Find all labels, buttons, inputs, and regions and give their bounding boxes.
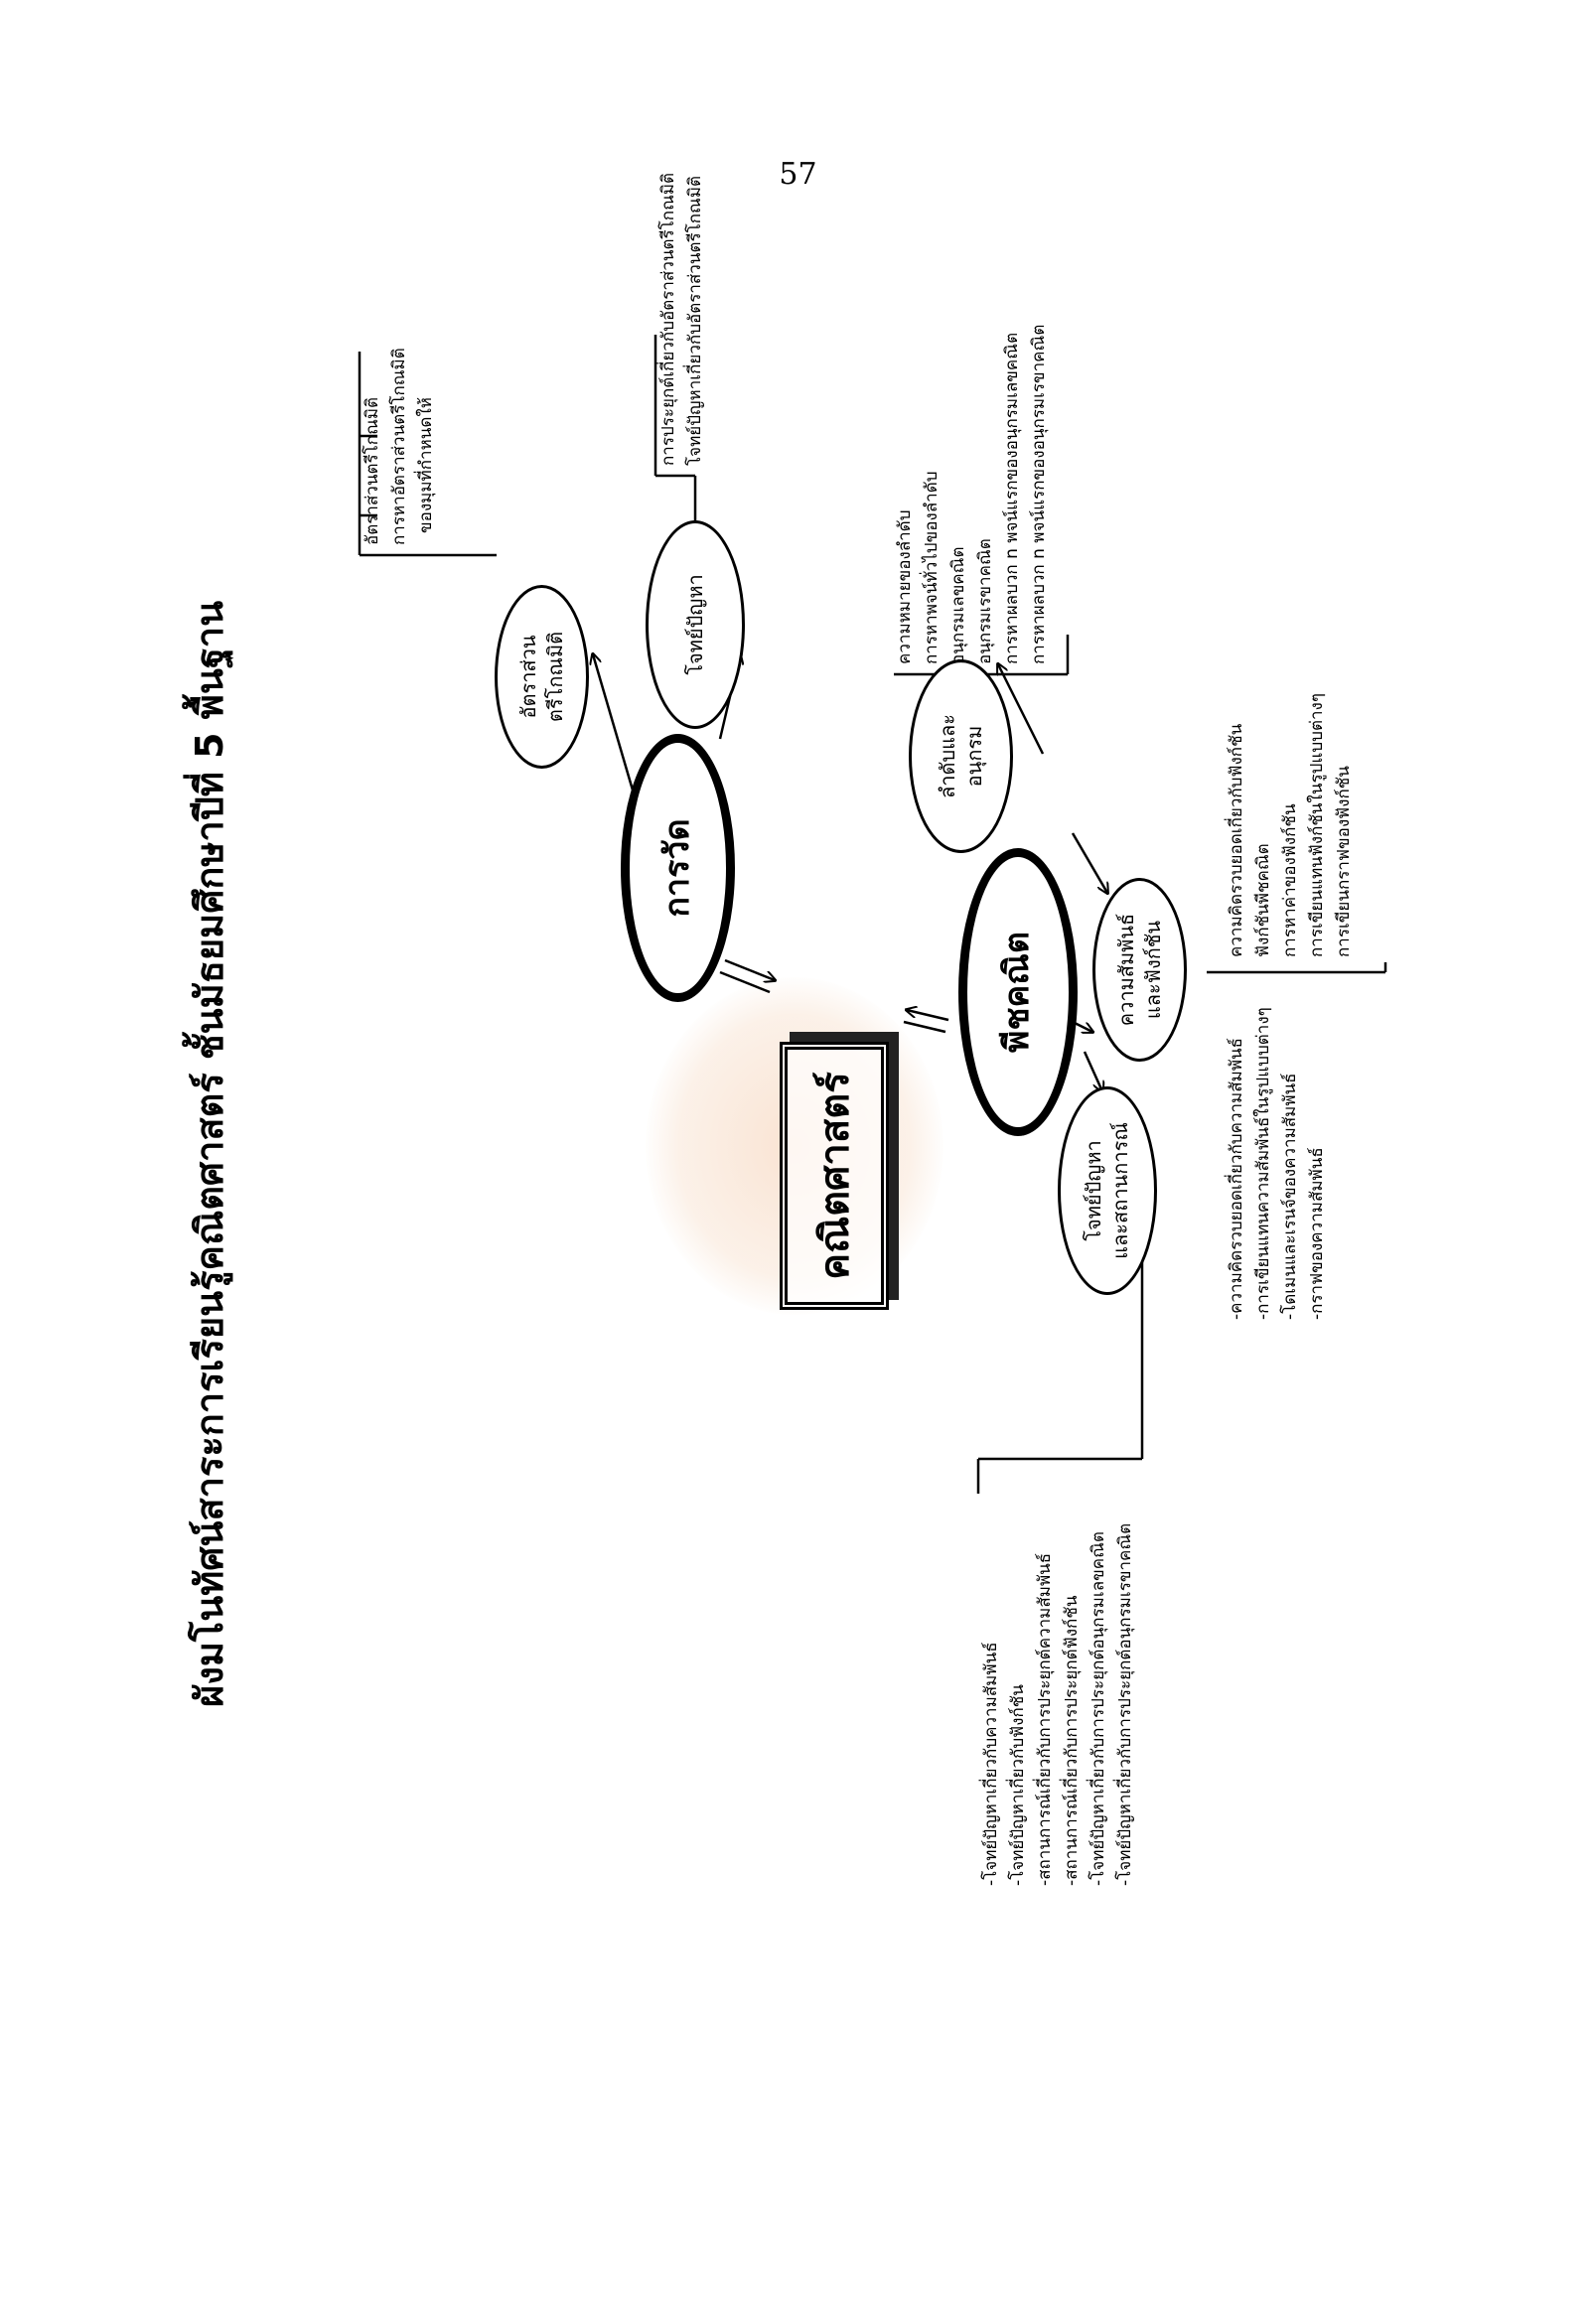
node-sequence-line2: อนุกรม	[961, 725, 986, 788]
list-item: อัตราส่วนตรีโกณมิติ	[363, 396, 382, 545]
list-item: -โจทย์ปัญหาเกี่ยวกับฟังก์ชัน	[1008, 1684, 1028, 1886]
arrow-algebra-to-center	[903, 1020, 946, 1034]
functions-list: ความคิดรวบยอดเกี่ยวกับฟังก์ชัน ฟังก์ชันพ…	[1224, 693, 1358, 957]
node-relations-line1: ความสัมพันธ์	[1113, 913, 1138, 1027]
arrow-to-relations-b	[1071, 832, 1107, 893]
center-box: คณิตศาสตร์	[780, 1042, 889, 1310]
node-relations-line2: และฟังก์ชัน	[1140, 920, 1165, 1020]
list-item: ของมุมที่กำหนดให้	[416, 397, 436, 533]
arrow-measurement-to-center-2	[724, 958, 775, 980]
node-sequence-line1: ลำดับและ	[935, 713, 959, 799]
list-item: การหาอัตราส่วนตรีโกณมิติ	[389, 348, 409, 545]
list-item: อนุกรมเรขาคณิต	[975, 538, 995, 664]
arrow-to-trig-ratio	[593, 654, 636, 794]
list-item: การหาผลบวก n พจน์แรกของอนุกรมเลขคณิต	[1002, 332, 1022, 664]
list-item: -การเขียนแทนความสัมพันธ์ในรูปแบบต่างๆ	[1253, 1007, 1273, 1320]
list-item: โจทย์ปัญหาเกี่ยวกับอัตราส่วนตรีโกณมิติ	[685, 175, 705, 466]
list-item: อนุกรมเลขคณิต	[948, 546, 968, 665]
node-word-problems-line2: และสถานการณ์	[1108, 1122, 1132, 1259]
node-measure-problems: โจทย์ปัญหา	[646, 520, 745, 729]
node-sequence: ลำดับและ อนุกรม	[909, 659, 1013, 853]
node-algebra-label: พีชคณิต	[997, 932, 1038, 1053]
list-item: การหาผลบวก n พจน์แรกของอนุกรมเรขาคณิต	[1029, 324, 1049, 664]
arrow-to-word-problems	[1083, 1051, 1102, 1091]
list-item: ความคิดรวบยอดเกี่ยวกับฟังก์ชัน	[1227, 723, 1246, 957]
arrow-algebra-to-center-2	[907, 1010, 949, 1022]
list-item: -โจทย์ปัญหาเกี่ยวกับความสัมพันธ์	[981, 1642, 1001, 1886]
list-item: -สถานการณ์เกี่ยวกับการประยุกต์ความสัมพัน…	[1035, 1552, 1055, 1886]
page-number: 57	[779, 157, 817, 192]
node-measure-problems-label: โจทย์ปัญหา	[682, 574, 707, 675]
node-algebra: พีชคณิต	[958, 848, 1078, 1136]
list-item: การหาค่าของฟังก์ชัน	[1280, 803, 1300, 957]
list-item: -โดเมนและเรนจ์ของความสัมพันธ์	[1280, 1073, 1300, 1320]
relations-list: -ความคิดรวบยอดเกี่ยวกับความสัมพันธ์ -การ…	[1224, 1007, 1331, 1320]
node-measurement: การวัด	[621, 734, 735, 1002]
list-item: -สถานการณ์เกี่ยวกับการประยุกต์ฟังก์ชัน	[1062, 1595, 1082, 1886]
node-trig-ratio: อัตราส่วน ตรีโกณมิติ	[495, 585, 589, 769]
list-item: -โจทย์ปัญหาเกี่ยวกับการประยุกต์อนุกรมเรข…	[1115, 1522, 1135, 1886]
sequence-list: ความหมายของลำดับ การหาพจน์ทั่วไปของลำดับ…	[892, 325, 1053, 664]
list-item: ความหมายของลำดับ	[895, 509, 915, 664]
center-label: คณิตศาสตร์	[812, 1072, 858, 1280]
list-item: การประยุกต์เกี่ยวกับอัตราส่วนตรีโกณมิติ	[658, 172, 678, 466]
node-measurement-label: การวัด	[656, 818, 697, 918]
list-item: -ความคิดรวบยอดเกี่ยวกับความสัมพันธ์	[1227, 1037, 1246, 1320]
list-item: ฟังก์ชันพีชคณิต	[1253, 843, 1273, 957]
word-problems-list: -โจทย์ปัญหาเกี่ยวกับความสัมพันธ์ -โจทย์ป…	[978, 1523, 1139, 1886]
node-relations: ความสัมพันธ์ และฟังก์ชัน	[1092, 878, 1187, 1062]
node-trig-ratio-line2: ตรีโกณมิติ	[542, 631, 567, 723]
measure-problems-list: การประยุกต์เกี่ยวกับอัตราส่วนตรีโกณมิติ …	[655, 173, 709, 466]
trig-ratio-list: อัตราส่วนตรีโกณมิติ การหาอัตราส่วนตรีโกณ…	[360, 348, 440, 545]
list-item: -กราฟของความสัมพันธ์	[1307, 1147, 1327, 1320]
list-item: การเขียนกราฟของฟังก์ชัน	[1334, 766, 1354, 957]
list-item: การหาพจน์ทั่วไปของลำดับ	[922, 471, 942, 664]
arrow-measurement-to-center	[719, 970, 771, 994]
node-word-problems: โจทย์ปัญหา และสถานการณ์	[1058, 1086, 1157, 1295]
list-item: -โจทย์ปัญหาเกี่ยวกับการประยุกต์อนุกรมเลข…	[1088, 1531, 1108, 1886]
list-item: การเขียนแทนฟังก์ชันในรูปแบบต่างๆ	[1307, 693, 1327, 957]
node-trig-ratio-line1: อัตราส่วน	[515, 635, 540, 719]
arrow-to-sequence	[998, 664, 1045, 755]
node-word-problems-line1: โจทย์ปัญหา	[1082, 1140, 1105, 1241]
